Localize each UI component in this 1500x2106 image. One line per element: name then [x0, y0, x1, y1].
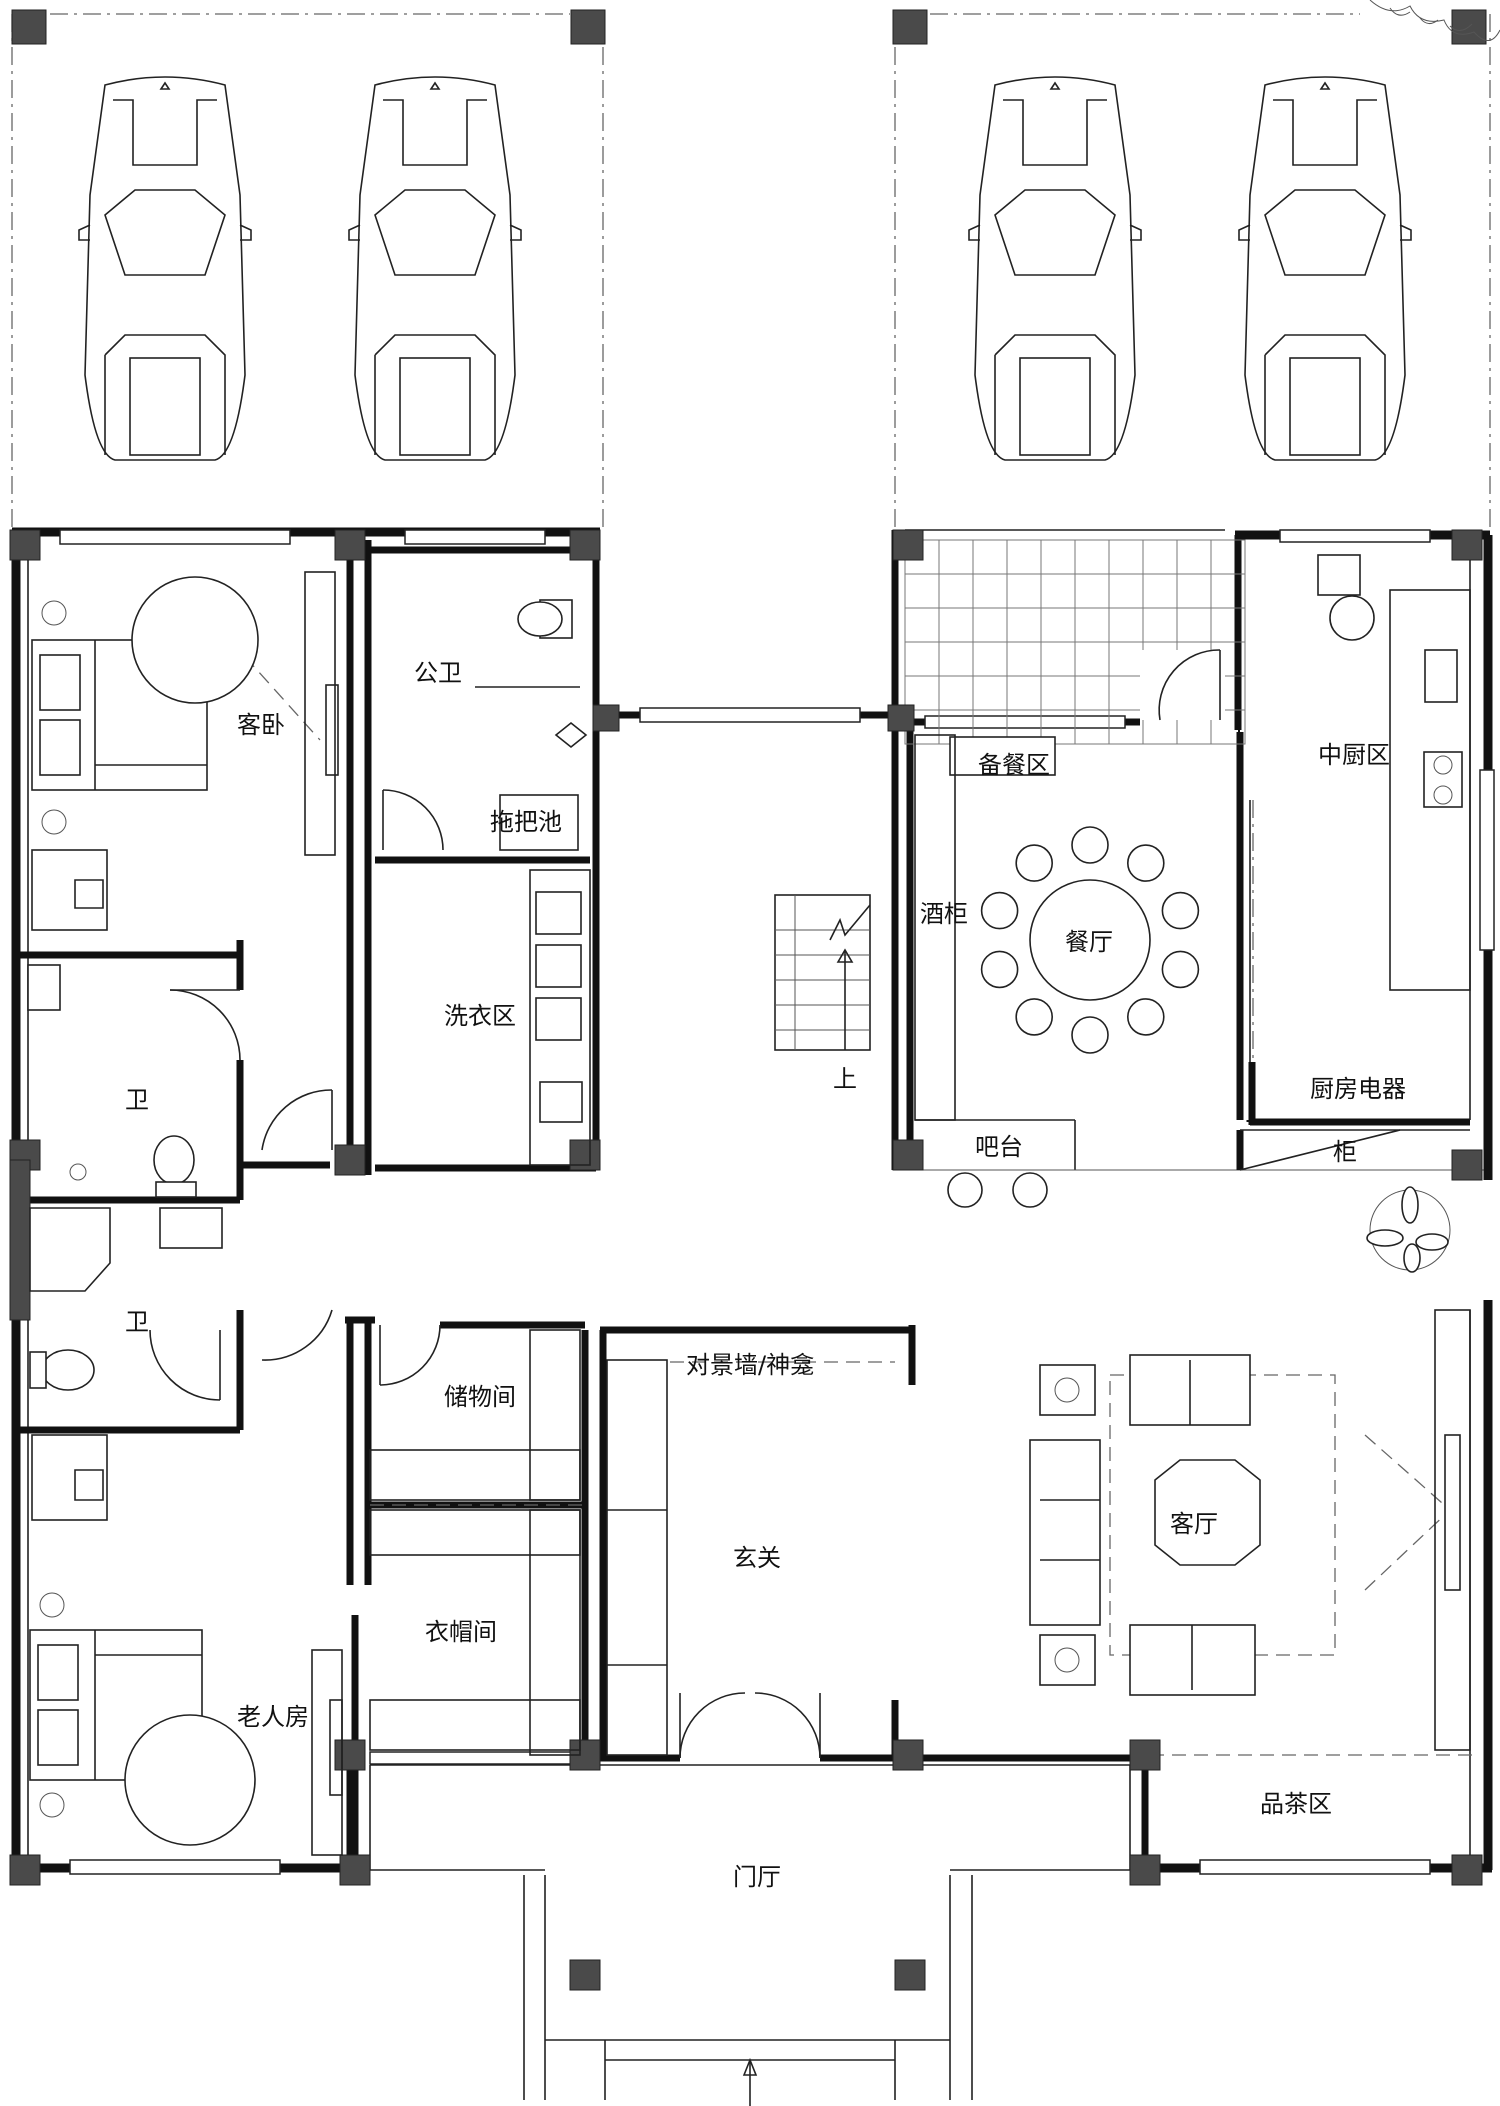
column [9, 529, 41, 561]
dining-chair [1127, 844, 1165, 882]
room-label-cloakroom: 衣帽间 [425, 1618, 497, 1646]
room-label-feature-wall: 对景墙/神龛 [686, 1351, 814, 1379]
dining-chair [1015, 844, 1053, 882]
column [1451, 529, 1483, 561]
column [1129, 1739, 1161, 1771]
column [1129, 1854, 1161, 1886]
column [892, 9, 928, 45]
room-label-bar: 吧台 [975, 1133, 1023, 1161]
column [570, 9, 606, 45]
guest-bed-icon [31, 571, 339, 856]
column [894, 1959, 926, 1991]
room-label-dining: 餐厅 [1065, 928, 1113, 956]
shrub-icon [1369, 0, 1500, 41]
room-label-kitchen: 中厨区 [1318, 741, 1390, 769]
entry-arrow-icon [742, 2057, 758, 2106]
column [334, 1739, 366, 1771]
room-labels: 客卧 公卫 拖把池 洗衣区 备餐区 酒柜 餐厅 中厨区 厨房电器 吧台 柜 卫 … [125, 659, 1406, 1891]
car-icon [1238, 76, 1412, 461]
dining-chairs [980, 826, 1200, 1054]
furniture [27, 554, 1471, 1856]
column [11, 9, 47, 45]
room-label-tea-area: 品茶区 [1260, 1790, 1332, 1818]
dining-chair [1071, 826, 1109, 864]
toilet-icon [517, 599, 573, 639]
room-label-kitchen-appliances: 厨房电器 [1310, 1075, 1406, 1103]
room-label-entrance-hall: 门厅 [733, 1863, 781, 1891]
elder-bed-icon [29, 1592, 343, 1856]
room-label-living-room: 客厅 [1170, 1510, 1218, 1538]
column [339, 1854, 371, 1886]
patio-tiles [904, 539, 1246, 745]
dining-chair [1127, 998, 1165, 1036]
room-label-bath-upper: 卫 [125, 1086, 149, 1114]
column [334, 529, 366, 561]
dining-chair [980, 950, 1019, 989]
room-label-wine-cabinet: 酒柜 [920, 900, 968, 928]
dining-chair [1071, 1016, 1109, 1054]
column [892, 1739, 924, 1771]
column [892, 529, 924, 561]
room-label-guest-bedroom: 客卧 [237, 711, 285, 739]
room-label-cabinet: 柜 [1333, 1138, 1357, 1166]
stair-up-label: 上 [833, 1065, 857, 1093]
car-icon [348, 76, 522, 461]
room-label-laundry: 洗衣区 [444, 1002, 516, 1030]
columns [9, 529, 1483, 1991]
column [334, 1144, 366, 1176]
doors [149, 639, 1451, 1759]
room-label-storage: 储物间 [444, 1383, 516, 1411]
car-icons [78, 76, 1412, 461]
car-icon [968, 76, 1142, 461]
room-label-elder-room: 老人房 [237, 1703, 309, 1731]
column [569, 529, 601, 561]
column [887, 704, 915, 732]
dining-table-icon [1029, 879, 1151, 1001]
room-label-bath-lower: 卫 [125, 1308, 149, 1336]
dining-chair [1015, 998, 1053, 1036]
column [1451, 1854, 1483, 1886]
room-label-pantry: 备餐区 [978, 751, 1050, 779]
staircase-icon [774, 894, 871, 1051]
room-label-mop-sink: 拖把池 [490, 808, 562, 836]
ceiling-fan-icon [1366, 1186, 1451, 1273]
room-label-public-bath: 公卫 [414, 659, 462, 687]
dining-chair [1161, 950, 1200, 989]
parking-area [11, 0, 1500, 530]
column [1451, 1149, 1483, 1181]
dining-chair [1161, 891, 1200, 930]
column [9, 1854, 41, 1886]
column [9, 1159, 31, 1321]
column [569, 1959, 601, 1991]
room-label-foyer: 玄关 [733, 1544, 781, 1572]
car-icon [78, 76, 252, 461]
column [592, 704, 620, 732]
column [892, 1139, 924, 1171]
dining-chair [980, 891, 1019, 930]
